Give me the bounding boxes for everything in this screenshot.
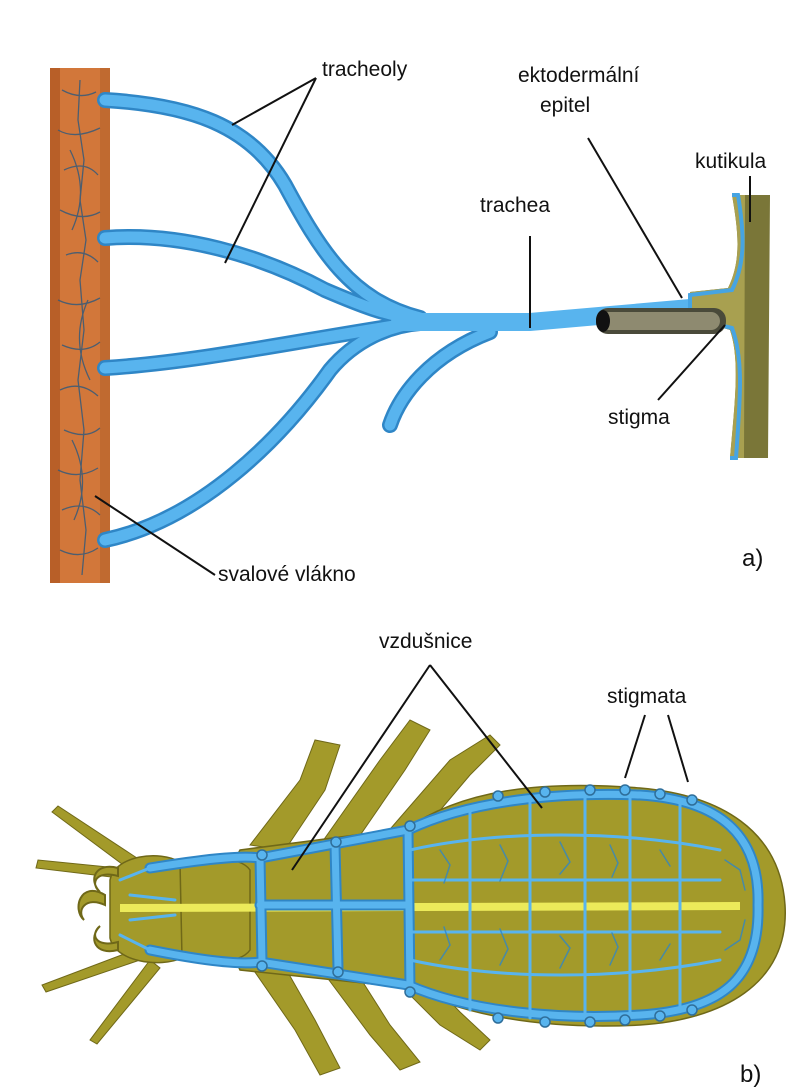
- label-tracheoly: tracheoly: [322, 58, 408, 81]
- nerve-cord: [119, 902, 741, 912]
- panel-letter-b: b): [740, 1061, 761, 1088]
- panel-a: tracheoly ektodermální epitel kutikula t…: [50, 58, 770, 586]
- cuticle: [596, 193, 770, 460]
- label-kutikula: kutikula: [695, 150, 767, 173]
- label-trachea: trachea: [480, 194, 550, 217]
- leader-lines-b: [291, 664, 689, 871]
- label-svalove-vlakno: svalové vlákno: [218, 563, 356, 586]
- label-epitel: epitel: [540, 94, 590, 117]
- leader-lines-a: [94, 77, 751, 576]
- tracheal-network: [118, 788, 764, 1022]
- label-stigmata: stigmata: [607, 685, 687, 708]
- panel-b: vzdušnice stigmata b): [35, 630, 786, 1088]
- label-vzdusnice: vzdušnice: [379, 630, 472, 653]
- muscle-fiber: [50, 68, 110, 583]
- panel-letter-a: a): [742, 545, 763, 572]
- spiracles: [256, 784, 698, 1028]
- label-stigma: stigma: [608, 406, 670, 429]
- trachea-tubes: [97, 92, 734, 548]
- label-ektodermalni: ektodermální: [518, 64, 640, 87]
- appendages: [35, 719, 501, 1076]
